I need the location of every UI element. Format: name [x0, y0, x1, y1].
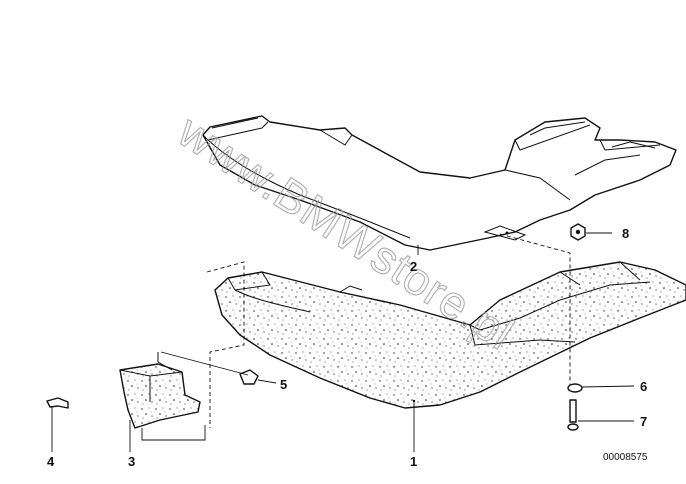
assembly-lines	[160, 233, 571, 452]
screw	[567, 399, 634, 431]
nut	[570, 223, 612, 241]
callout-3: 3	[128, 454, 135, 469]
air-duct-lower	[214, 261, 686, 409]
callout-6: 6	[640, 379, 647, 394]
callout-8: 8	[622, 226, 629, 241]
clip	[46, 397, 69, 452]
rivet	[239, 369, 277, 385]
diagram-number: 00008575	[603, 452, 648, 463]
callout-1: 1	[410, 454, 417, 469]
callout-4: 4	[47, 454, 55, 469]
callout-5: 5	[280, 377, 287, 392]
callout-7: 7	[640, 414, 647, 429]
air-duct-upper	[202, 115, 677, 251]
callout-2: 2	[410, 259, 417, 274]
seal-bracket	[119, 352, 206, 452]
washer	[567, 383, 635, 393]
